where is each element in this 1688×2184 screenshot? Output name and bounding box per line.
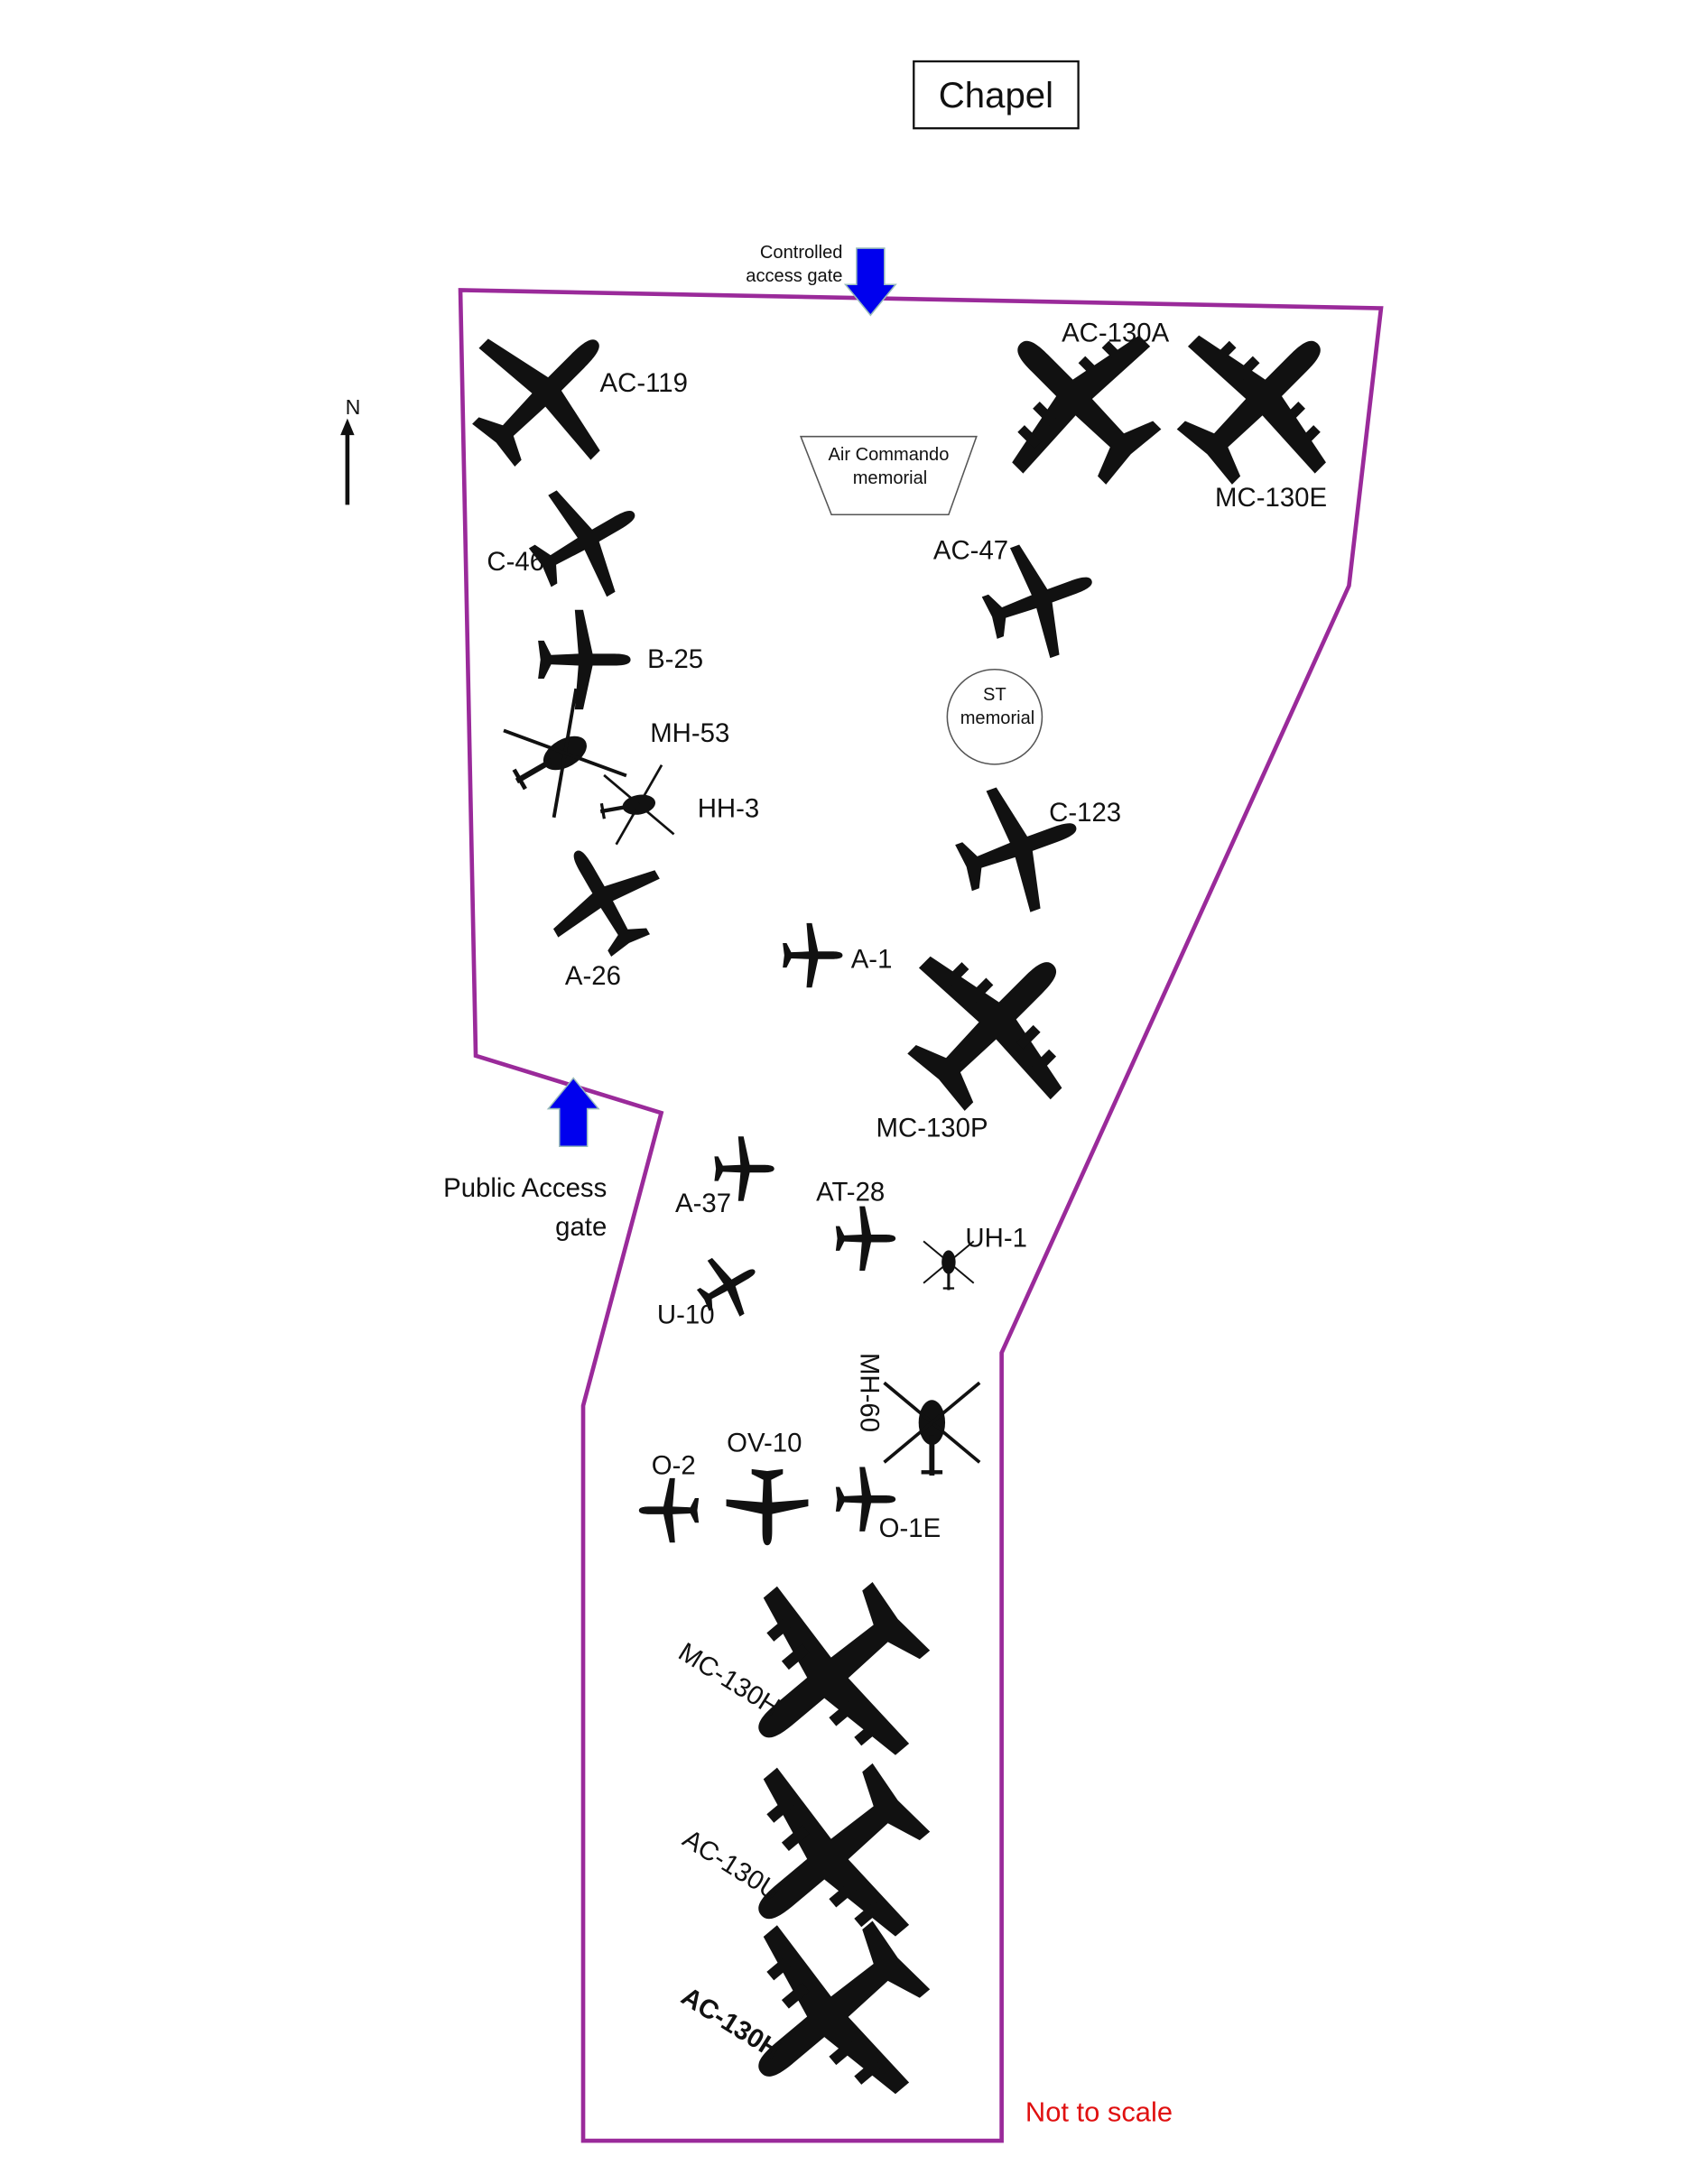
chapel-label: Chapel (939, 75, 1053, 116)
mh-60-label: MH-60 (855, 1353, 885, 1432)
north-arrow: N (340, 395, 361, 505)
air-commando-memorial-label: Air Commando (828, 445, 949, 465)
o-2-icon (638, 1477, 700, 1543)
air-commando-memorial-label-2: memorial (853, 468, 928, 488)
st-memorial-label: ST (983, 685, 1006, 705)
mh-53-icon (489, 687, 628, 827)
mc-130p-icon (870, 899, 1119, 1149)
a-26-icon (525, 821, 682, 976)
mh-53-label: MH-53 (650, 718, 729, 748)
c-46-label: C-46 (487, 547, 544, 577)
svg-text:N: N (346, 395, 361, 419)
c-123-icon (941, 766, 1099, 929)
ac-119-label: AC-119 (600, 368, 688, 398)
o-1e-label: O-1E (879, 1513, 941, 1543)
a-37-label: A-37 (675, 1189, 731, 1218)
at-28-icon (835, 1206, 896, 1271)
chapel-box (913, 60, 1080, 130)
mc-130h-label: MC-130H (673, 1637, 785, 1723)
controlled-gate-label-2: access gate (746, 266, 842, 286)
public-gate-label-2: gate (555, 1212, 607, 1242)
uh-1-label: UH-1 (965, 1224, 1027, 1254)
c-46-icon (510, 462, 664, 619)
c-123-label: C-123 (1049, 798, 1121, 828)
controlled-gate-label: Controlled (760, 243, 843, 263)
a-26-label: A-26 (565, 961, 621, 991)
b-25-icon (538, 609, 631, 710)
hh-3-icon (593, 763, 675, 847)
o-2-label: O-2 (652, 1450, 696, 1480)
air-commando-memorial (799, 435, 978, 516)
u-10-label: U-10 (657, 1300, 715, 1330)
public-gate-arrow-icon (546, 1077, 600, 1148)
ov-10-icon (726, 1468, 809, 1546)
ac-130a-label: AC-130A (1062, 319, 1170, 348)
ac-130u-label: AC-130U (677, 1824, 785, 1907)
st-memorial (946, 668, 1043, 765)
a-1-icon (783, 922, 843, 988)
public-gate-label: Public Access (443, 1173, 607, 1203)
mh-60-icon (882, 1381, 982, 1477)
ac-47-label: AC-47 (933, 536, 1008, 566)
ac-130h-label: AC-130H (676, 1982, 785, 2066)
a-1-label: A-1 (851, 944, 893, 974)
hh-3-label: HH-3 (698, 794, 760, 824)
at-28-label: AT-28 (816, 1178, 885, 1208)
not-to-scale-note: Not to scale (1025, 2096, 1173, 2127)
mc-130p-label: MC-130P (876, 1113, 988, 1143)
controlled-gate-arrow-icon (843, 247, 897, 317)
st-memorial-label-2: memorial (960, 708, 1035, 728)
mc-130e-label: MC-130E (1215, 483, 1327, 513)
b-25-label: B-25 (647, 644, 703, 674)
ov-10-label: OV-10 (727, 1429, 802, 1458)
ac-130a-icon (956, 280, 1198, 521)
